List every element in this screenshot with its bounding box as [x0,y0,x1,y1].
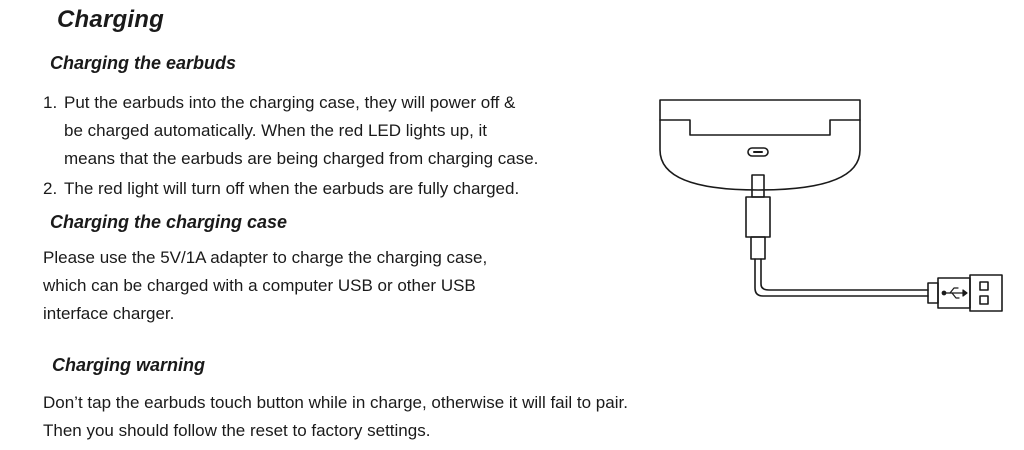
type-c-plug-icon [745,174,771,260]
list-item-2-line-1: The red light will turn off when the ear… [64,179,520,198]
usb-symbol-icon [941,287,968,299]
type-c-port-icon [747,147,769,157]
warning-line-2: Then you should follow the reset to fact… [43,421,431,440]
section-heading-charging-case: Charging the charging case [50,212,288,232]
section-heading-charging-earbuds: Charging the earbuds [50,53,237,73]
case-paragraph-line-1: Please use the 5V/1A adapter to charge t… [43,248,488,267]
list-item-1-line-2: be charged automatically. When the red L… [64,121,488,140]
section-heading-charging-warning: Charging warning [52,355,205,375]
page-title: Charging [57,6,164,33]
charging-cable [754,258,929,297]
case-paragraph-line-3: interface charger. [43,304,175,323]
charging-diagram [659,99,1003,312]
charging-case-icon [659,99,861,191]
case-paragraph-line-2: which can be charged with a computer USB… [43,276,476,295]
usb-plug-icon [927,274,1003,312]
warning-line-1: Don’t tap the earbuds touch button while… [43,393,628,412]
list-item-1-number: 1. [43,93,58,112]
list-item-1-line-1: Put the earbuds into the charging case, … [64,93,516,112]
list-item-1-line-3: means that the earbuds are being charged… [64,149,539,168]
list-item-2-number: 2. [43,179,58,198]
